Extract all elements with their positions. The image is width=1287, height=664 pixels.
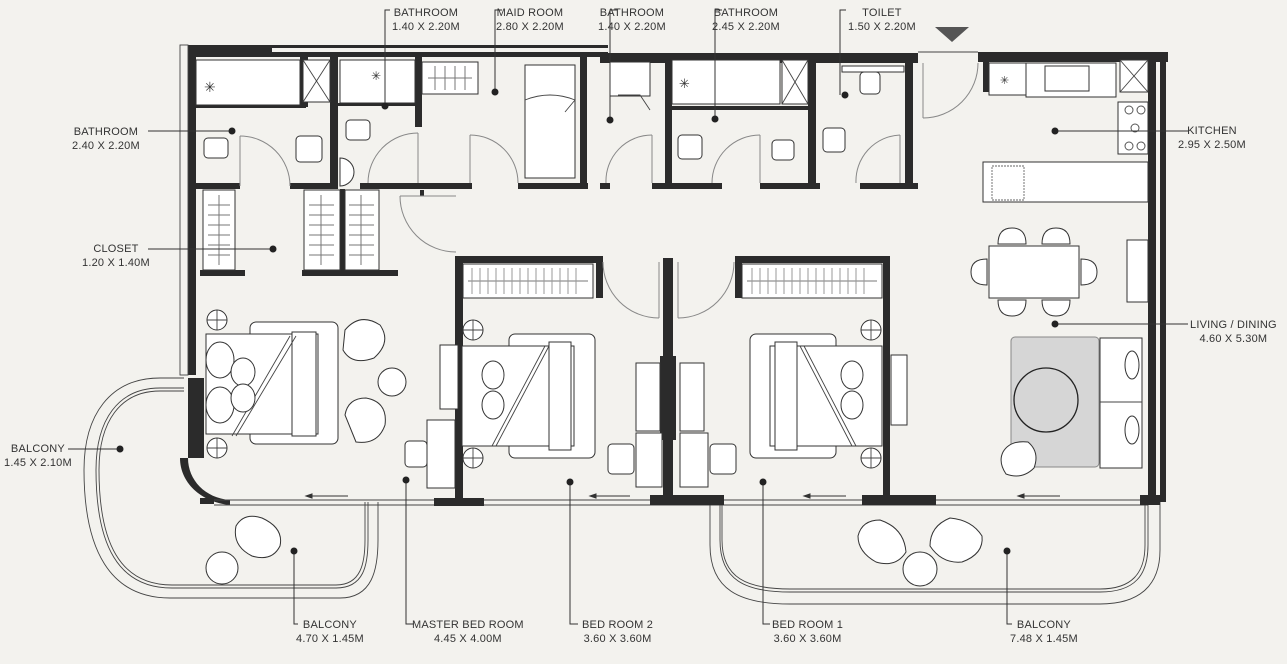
svg-text:✳: ✳ xyxy=(204,80,216,96)
balcony-furniture xyxy=(205,515,983,587)
svg-text:✳: ✳ xyxy=(1000,74,1009,87)
bed-room-2-bed xyxy=(439,319,663,488)
svg-text:✳: ✳ xyxy=(679,77,690,92)
leader-lines xyxy=(68,9,1188,625)
svg-text:✳: ✳ xyxy=(371,69,381,83)
fixtures: ✳ ✳ ✳ ✳ xyxy=(195,59,1149,299)
outer-walls xyxy=(179,44,1168,506)
dining-set xyxy=(970,227,1149,317)
balcony-east-outline xyxy=(709,502,1161,605)
sliding-door-arrows xyxy=(304,493,1060,499)
bed-room-1-bed xyxy=(404,319,908,489)
balcony-west-outline xyxy=(83,377,379,599)
entrance-arrow-icon xyxy=(935,27,969,42)
door-swings xyxy=(239,51,979,319)
interior-walls xyxy=(196,57,989,500)
master-bed xyxy=(205,309,407,459)
living-set xyxy=(1000,336,1143,477)
